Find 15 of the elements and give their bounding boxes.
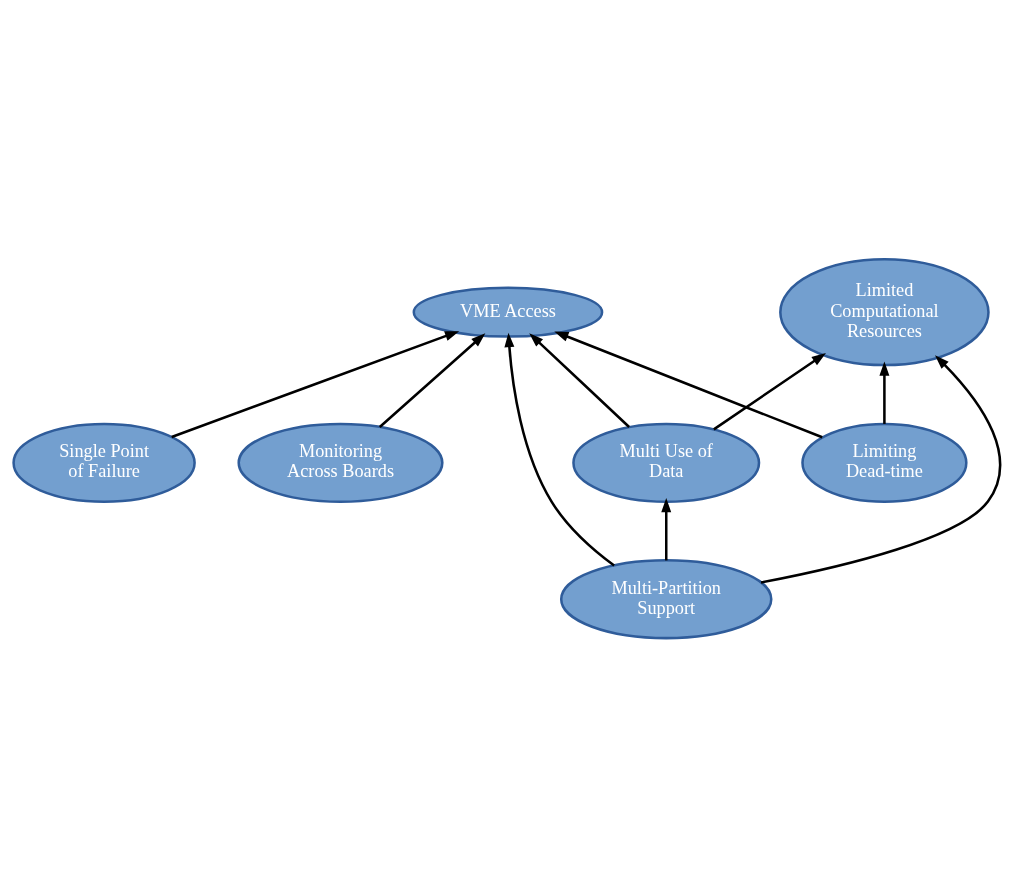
arrow — [553, 330, 823, 438]
arrow — [712, 352, 826, 430]
arrow — [528, 332, 630, 428]
arrow — [760, 354, 1001, 584]
arrow — [378, 332, 485, 428]
arrow — [878, 360, 889, 424]
node-ellipse: Monitoring Across Boards — [236, 422, 444, 503]
arrow — [170, 330, 459, 438]
node-ellipse: VME Access — [412, 285, 603, 338]
node-ellipse: Multi Use of Data — [571, 422, 760, 503]
node-ellipse: Single Point of Failure — [11, 422, 196, 503]
node-ellipse: Limiting Dead-time — [800, 422, 968, 503]
arrow — [660, 497, 671, 560]
arrow — [503, 332, 615, 567]
node-ellipse: Multi-Partition Support — [559, 558, 772, 639]
